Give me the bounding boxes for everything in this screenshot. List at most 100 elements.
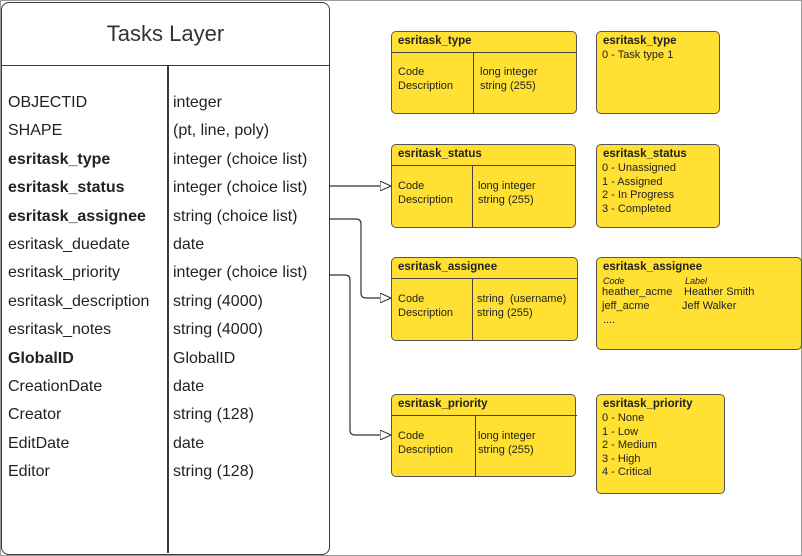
field-row: esritask_assignee string (choice list): [2, 208, 329, 236]
field-row: esritask_status integer (choice list): [2, 179, 329, 207]
status-table-title: esritask_status: [398, 148, 482, 160]
divider: [473, 52, 474, 113]
assignee-table-title: esritask_assignee: [398, 261, 498, 273]
assignee-code: heather_acme: [602, 286, 673, 298]
domain-value: 4 - Critical: [602, 466, 652, 479]
domain-value: 0 - None: [602, 412, 645, 424]
type-domain-box: esritask_type 0 - Task type 1: [596, 31, 720, 114]
status-table-values: long integer string (255): [478, 180, 536, 206]
assignee-domain-box: esritask_assignee Code Label heather_acm…: [596, 257, 802, 350]
domain-value: 0 - Task type 1: [602, 49, 674, 61]
field-name: esritask_priority: [8, 264, 121, 282]
field-row: esritask_notes string (4000): [2, 321, 329, 349]
field-row: CreationDate date: [2, 378, 329, 406]
field-name: Editor: [8, 463, 50, 481]
domain-value: 2 - In Progress: [602, 189, 675, 202]
divider: [472, 278, 473, 340]
field-name: Creator: [8, 406, 62, 424]
priority-table-title: esritask_priority: [398, 398, 488, 410]
field-type: date: [173, 378, 205, 395]
divider: [392, 52, 576, 53]
label-header: Label: [685, 276, 708, 286]
divider: [392, 278, 577, 279]
field-type: GlobalID: [173, 349, 236, 367]
status-table-box: esritask_status Code Description long in…: [391, 144, 576, 228]
status-domain-title: esritask_status: [603, 148, 687, 160]
field-name: esritask_description: [8, 292, 150, 310]
assignee-table-box: esritask_assignee Code Description strin…: [391, 257, 578, 341]
field-name: EditDate: [8, 434, 70, 452]
type-table-box: esritask_type Code Description long inte…: [391, 31, 577, 114]
assignee-domain-title: esritask_assignee: [603, 261, 703, 273]
priority-table-labels: Code Description: [398, 430, 454, 456]
field-type: integer (choice list): [173, 264, 308, 282]
type-domain-values: 0 - Task type 1: [602, 49, 673, 63]
priority-domain-title: esritask_priority: [603, 398, 693, 410]
type-table-title: esritask_type: [398, 35, 472, 47]
assignee-label: Jeff Walker: [682, 300, 737, 312]
field-type: string (128): [173, 406, 254, 424]
field-row: esritask_description string (4000): [2, 293, 329, 321]
column-divider: [167, 66, 169, 553]
table-title: Tasks Layer: [2, 3, 329, 66]
more-ellipsis: ....: [603, 314, 616, 326]
divider: [472, 165, 473, 227]
field-row: OBJECTID integer: [2, 94, 329, 122]
field-name: GlobalID: [8, 349, 74, 367]
field-type: integer (choice list): [173, 179, 308, 197]
field-row: esritask_priority integer (choice list): [2, 264, 329, 292]
field-type: string (choice list): [173, 207, 298, 225]
divider: [392, 165, 575, 166]
priority-table-values: long integer string (255): [478, 430, 536, 456]
domain-value: 1 - Low: [602, 425, 639, 438]
domain-value: 1 - Assigned: [602, 175, 663, 188]
type-table-values: long integer string (255): [480, 66, 538, 92]
field-type: integer (choice list): [173, 150, 308, 168]
field-name: OBJECTID: [8, 94, 88, 111]
field-row: Creator string (128): [2, 406, 329, 434]
domain-value: 3 - High: [602, 452, 641, 465]
divider: [475, 415, 476, 476]
domain-value: 3 - Completed: [602, 202, 672, 215]
field-name: esritask_duedate: [8, 236, 130, 253]
field-type: integer: [173, 94, 222, 111]
field-type: date: [173, 434, 205, 452]
field-row: esritask_type integer (choice list): [2, 151, 329, 179]
assignee-table-labels: Code Description: [398, 293, 454, 319]
domain-value: 0 - Unassigned: [602, 162, 676, 174]
field-name: esritask_type: [8, 150, 111, 168]
status-table-labels: Code Description: [398, 180, 454, 206]
field-row: SHAPE (pt, line, poly): [2, 122, 329, 150]
field-name: CreationDate: [8, 378, 103, 395]
domain-value: 2 - Medium: [602, 439, 658, 452]
type-domain-title: esritask_type: [603, 35, 677, 47]
field-type: date: [173, 236, 205, 253]
field-row: esritask_duedate date: [2, 236, 329, 264]
field-row: Editor string (128): [2, 463, 329, 491]
field-name: esritask_assignee: [8, 207, 146, 225]
assignee-code: jeff_acme: [602, 300, 650, 312]
type-table-labels: Code Description: [398, 66, 454, 92]
assignee-connector: [330, 218, 391, 298]
divider: [392, 415, 577, 416]
field-name: esritask_status: [8, 179, 125, 197]
field-row: GlobalID GlobalID: [2, 350, 329, 378]
field-type: string (4000): [173, 321, 263, 339]
field-type: (pt, line, poly): [173, 122, 270, 140]
field-type: string (4000): [173, 292, 263, 310]
priority-connector: [330, 274, 391, 435]
priority-table-box: esritask_priority Code Description long …: [391, 394, 577, 477]
field-type: string (128): [173, 463, 254, 481]
assignee-label: Heather Smith: [684, 286, 755, 298]
assignee-table-values: string (username) string (255): [477, 293, 567, 319]
field-name: SHAPE: [8, 122, 63, 140]
field-name: esritask_notes: [8, 321, 112, 339]
code-header: Code: [603, 276, 625, 286]
field-row: EditDate date: [2, 435, 329, 463]
